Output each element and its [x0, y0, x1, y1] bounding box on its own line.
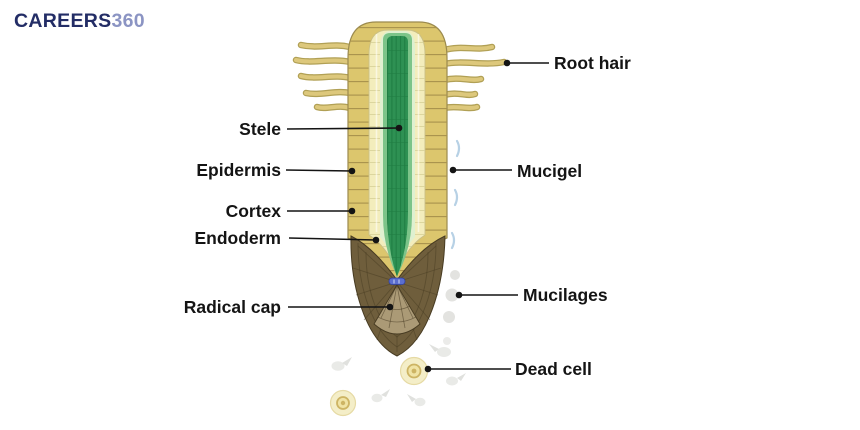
logo-text-360: 360	[111, 10, 145, 32]
leader-lines	[285, 59, 549, 373]
sloughed-cells	[331, 344, 466, 407]
leader-stele	[286, 124, 403, 132]
label-endoderm: Endoderm	[194, 228, 281, 248]
dead-cell-shape	[329, 389, 357, 417]
sloughed-cell	[429, 344, 451, 357]
leader-mucilages	[455, 291, 518, 299]
logo-text-careers: CAREERS	[14, 10, 112, 32]
leader-radical-cap	[288, 303, 394, 311]
root-hairs	[292, 41, 508, 112]
sloughed-cell	[331, 357, 352, 371]
careers360-logo: CAREERS360	[14, 11, 145, 31]
dead-cell-shape	[399, 356, 429, 386]
leader-root-hair	[503, 59, 549, 67]
root-cap	[350, 235, 446, 357]
sloughed-cell	[371, 389, 390, 403]
root-body	[347, 21, 448, 282]
label-root-hair: Root hair	[554, 53, 631, 73]
sloughed-cell	[446, 373, 466, 386]
label-dead-cell: Dead cell	[515, 359, 592, 379]
leader-cortex	[287, 207, 356, 215]
mucigel-marks	[450, 139, 461, 250]
stele-cell-ticks	[387, 36, 408, 277]
cortex-cell-gaps	[375, 34, 420, 232]
sloughed-cell	[407, 394, 426, 407]
label-mucigel: Mucigel	[517, 161, 583, 181]
dead-cells	[329, 356, 429, 417]
label-radical-cap: Radical cap	[183, 297, 281, 317]
label-stele: Stele	[239, 119, 281, 139]
leader-endoderm	[288, 236, 380, 244]
leader-dead-cell	[424, 365, 511, 373]
label-mucilages: Mucilages	[523, 285, 608, 305]
mucilage-droplets	[443, 270, 460, 345]
quiescent-center-ticks	[393, 279, 400, 284]
quiescent-center-marker	[388, 277, 406, 285]
leader-mucigel	[449, 166, 512, 174]
label-epidermis: Epidermis	[196, 160, 281, 180]
label-cortex: Cortex	[225, 201, 281, 221]
leader-epidermis	[285, 167, 356, 175]
